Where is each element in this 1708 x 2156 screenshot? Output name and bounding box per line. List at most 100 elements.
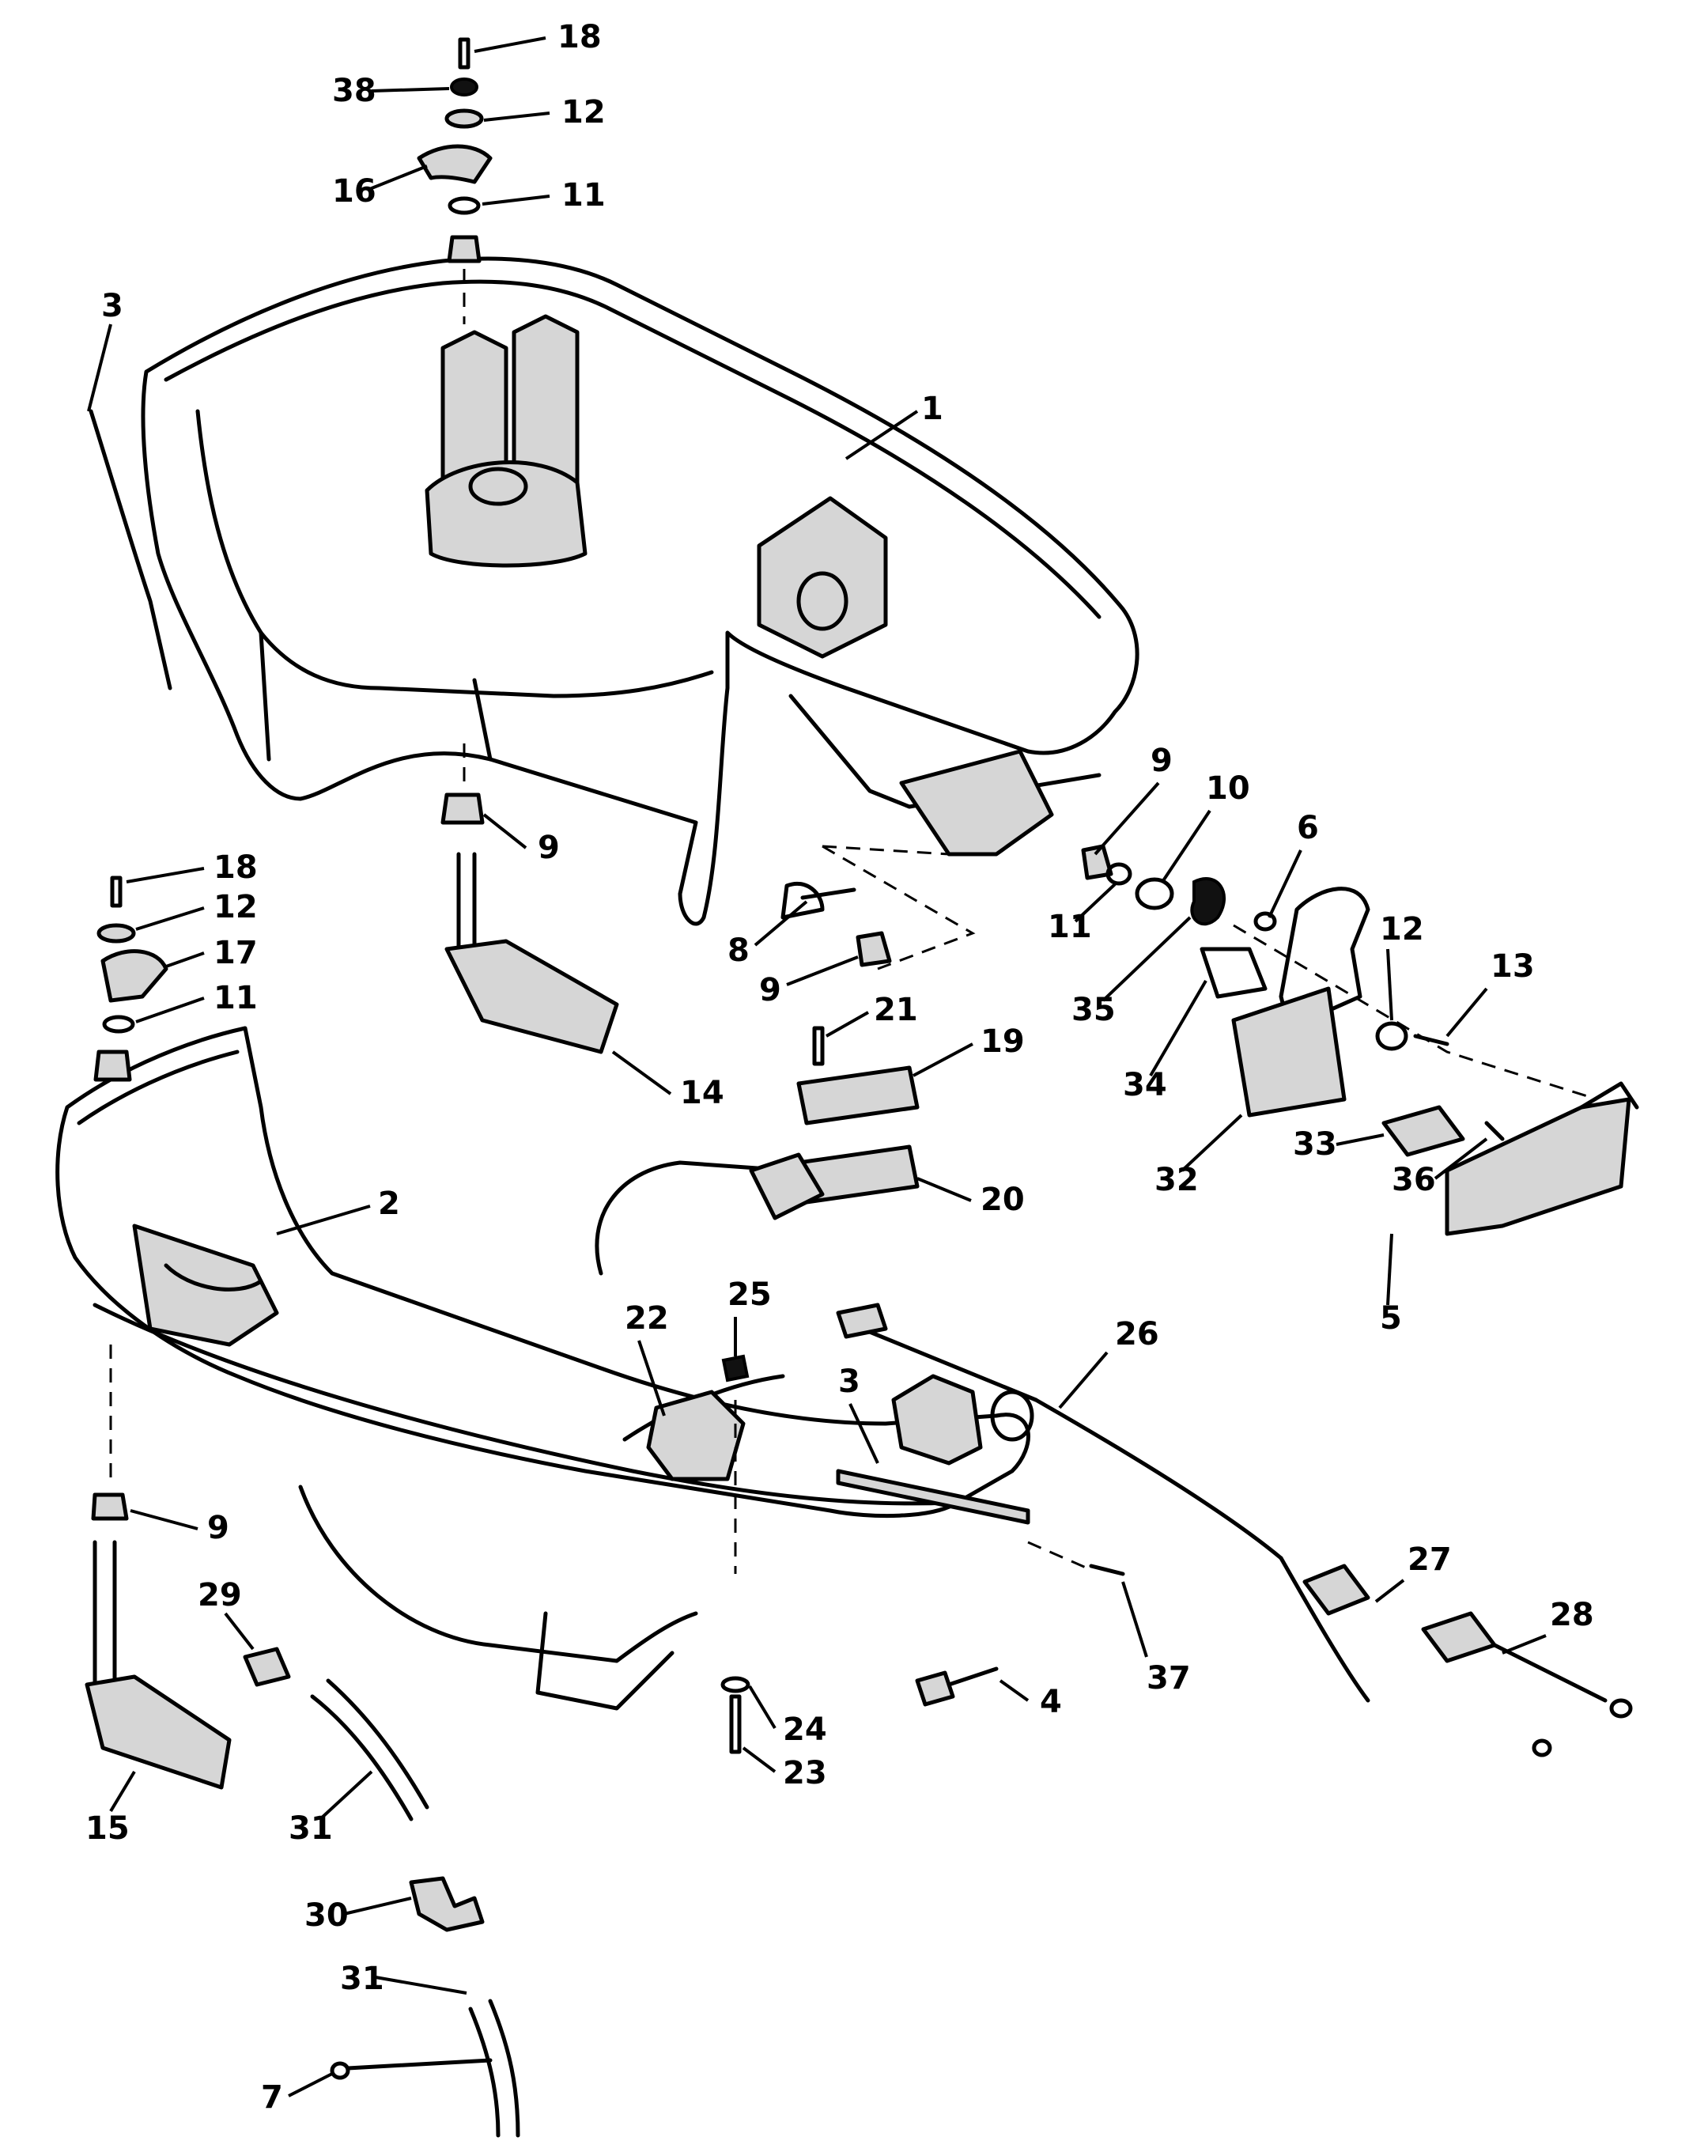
callout-number: 5 (1380, 1300, 1402, 1337)
leader-line (1386, 948, 1393, 1021)
leader-line (1386, 1233, 1393, 1306)
callout-number: 3 (101, 288, 123, 324)
callout-c18a: 18 (474, 19, 602, 55)
callout-number: 37 (1147, 1660, 1191, 1696)
leader-line (1268, 849, 1302, 918)
callout-number: 9 (1151, 743, 1173, 779)
callout-number: 4 (1040, 1684, 1062, 1720)
leader-line (165, 951, 205, 968)
leader-line (754, 900, 808, 947)
callout-c27: 27 (1374, 1541, 1452, 1603)
leader-line (1374, 1579, 1405, 1603)
callout-c12c: 12 (1380, 911, 1424, 1021)
callout-number: 7 (261, 2079, 283, 2116)
callout-c19: 19 (913, 1023, 1025, 1077)
callout-c5: 5 (1380, 1233, 1402, 1337)
leader-line (1102, 916, 1192, 1002)
callout-number: 2 (378, 1186, 400, 1222)
leader-line (845, 410, 919, 460)
callout-number: 18 (214, 849, 258, 886)
callout-c1: 1 (845, 391, 943, 460)
callout-number: 29 (198, 1577, 242, 1613)
callout-c9d: 9 (130, 1509, 229, 1546)
callout-c31a: 31 (289, 1770, 373, 1847)
leader-line (483, 112, 550, 122)
callout-number: 38 (332, 73, 376, 109)
leader-line (848, 1403, 879, 1464)
leader-line (288, 2072, 333, 2097)
callout-c6: 6 (1268, 810, 1319, 918)
callout-number: 12 (561, 94, 606, 130)
callout-number: 21 (874, 992, 918, 1028)
callout-number: 23 (783, 1755, 827, 1791)
callout-number: 18 (557, 19, 602, 55)
leader-line (126, 867, 205, 883)
callout-number: 16 (332, 173, 376, 210)
leader-line (375, 1976, 467, 1995)
leader-line (913, 1042, 973, 1077)
callout-number: 17 (214, 935, 258, 971)
callout-number: 12 (1380, 911, 1424, 948)
callout-c20: 20 (916, 1177, 1025, 1218)
callout-number: 9 (207, 1510, 229, 1546)
callout-number: 33 (1293, 1126, 1337, 1163)
callout-number: 6 (1297, 810, 1319, 846)
callout-c4: 4 (999, 1679, 1062, 1720)
callout-c15: 15 (85, 1770, 136, 1847)
callout-c37: 37 (1121, 1581, 1191, 1696)
callout-c11b: 11 (135, 980, 258, 1023)
callout-c17: 17 (165, 935, 258, 971)
callout-number: 9 (538, 830, 560, 866)
leader-line (611, 1050, 672, 1095)
top-cowl (141, 256, 1139, 926)
callout-c3a: 3 (87, 288, 123, 412)
callout-c26: 26 (1058, 1316, 1159, 1409)
leader-line (474, 36, 546, 53)
leader-line (109, 1770, 136, 1813)
callout-number: 19 (981, 1023, 1025, 1060)
callout-number: 34 (1123, 1067, 1167, 1103)
callout-number: 26 (1115, 1316, 1159, 1352)
callout-c35: 35 (1071, 916, 1192, 1028)
leader-line (1074, 883, 1117, 923)
leader-line (1181, 1114, 1243, 1172)
leader-line (482, 813, 527, 849)
leader-line (786, 955, 859, 986)
leader-line (1445, 987, 1488, 1038)
callout-c3b: 3 (838, 1364, 879, 1464)
callout-c38: 38 (332, 73, 450, 109)
leader-line (1502, 1634, 1547, 1655)
callout-c28: 28 (1502, 1597, 1594, 1655)
leader-line (276, 1205, 371, 1235)
callout-c36: 36 (1392, 1137, 1488, 1198)
leader-line (135, 906, 205, 931)
callout-c32: 32 (1154, 1114, 1243, 1198)
callout-c29: 29 (198, 1577, 255, 1651)
leader-line (371, 87, 450, 93)
callout-number: 24 (783, 1712, 827, 1748)
callout-c10: 10 (1161, 770, 1250, 883)
leader-line (135, 997, 205, 1023)
callout-c14: 14 (611, 1050, 724, 1111)
callout-c7: 7 (261, 2072, 333, 2116)
leader-line (826, 1011, 869, 1038)
callout-number: 11 (1048, 909, 1092, 945)
leader-line (87, 323, 112, 412)
callout-number: 27 (1408, 1541, 1452, 1578)
leader-line (1058, 1351, 1109, 1409)
callout-c12a: 12 (483, 94, 606, 130)
callout-c9c: 9 (759, 955, 859, 1008)
callout-number: 12 (214, 889, 258, 925)
callout-c24: 24 (748, 1685, 827, 1748)
callout-number: 11 (214, 980, 258, 1016)
callout-number: 3 (838, 1364, 860, 1400)
leader-line (1094, 781, 1160, 856)
callout-number: 14 (680, 1075, 724, 1111)
callout-c22: 22 (625, 1300, 669, 1417)
leader-line (916, 1177, 972, 1202)
callout-number: 28 (1550, 1597, 1594, 1633)
leader-line (367, 165, 428, 191)
callout-number: 1 (921, 391, 943, 427)
callout-number: 11 (561, 177, 606, 214)
